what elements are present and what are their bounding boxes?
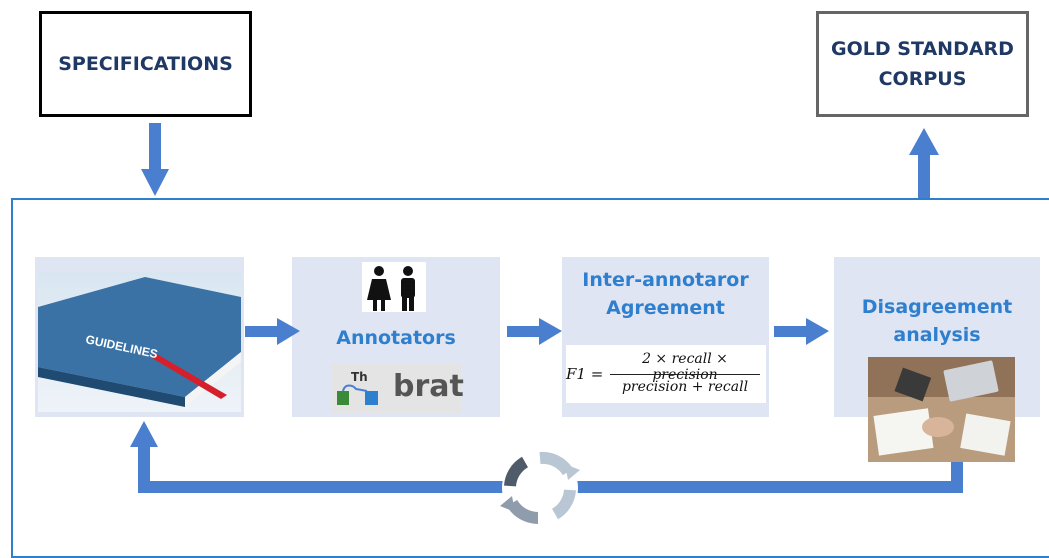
down-arrow-icon	[141, 123, 169, 196]
brat-logo-glyphs: Th	[351, 370, 368, 384]
connector-arrows	[141, 123, 939, 199]
formula-lhs: F1 =	[566, 365, 604, 383]
guidelines-panel: GUIDELINES	[35, 257, 244, 417]
guidelines-book-image: GUIDELINES	[38, 272, 241, 412]
disagreement-title: Disagreement analysis	[861, 296, 1013, 346]
brat-label: brat	[393, 369, 464, 404]
brat-logo-icon: Th	[337, 370, 378, 405]
right-arrow-icon	[774, 318, 829, 345]
cycle-icon	[500, 450, 580, 526]
right-arrow-icon	[507, 318, 562, 345]
annotators-title: Annotators	[336, 327, 456, 349]
meeting-photo	[868, 357, 1015, 462]
specifications-box: SPECIFICATIONS	[39, 11, 252, 117]
f1-formula: F1 = 2 × recall × precision precision + …	[566, 345, 766, 403]
people-icon	[362, 262, 426, 312]
up-arrow-icon	[909, 128, 939, 199]
formula-numerator: 2 × recall × precision	[642, 351, 728, 383]
brat-tool-badge: Th brat	[331, 363, 464, 413]
formula-fraction-bar	[610, 374, 760, 375]
agreement-title: Inter-annotaror Agreement	[582, 269, 749, 319]
right-arrow-icon	[245, 318, 300, 345]
flow-arrows	[130, 318, 963, 526]
gold-standard-corpus-box: GOLD STANDARD CORPUS	[816, 11, 1029, 117]
formula-denominator: precision + recall	[621, 379, 749, 395]
